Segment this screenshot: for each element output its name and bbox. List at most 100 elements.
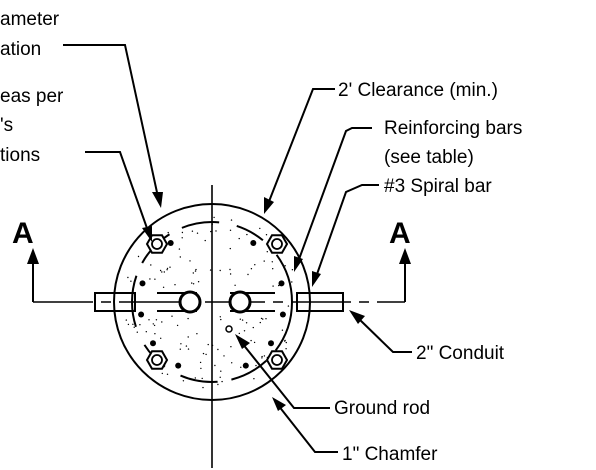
anchor-bolt-core bbox=[151, 238, 163, 250]
stipple-dot bbox=[291, 281, 293, 283]
stipple-dot bbox=[259, 227, 261, 230]
stipple-dot bbox=[253, 341, 256, 344]
stipple-dot bbox=[265, 318, 267, 320]
stipple-dot bbox=[189, 260, 191, 262]
stipple-dot bbox=[153, 324, 156, 327]
stipple-dot bbox=[209, 269, 212, 271]
stipple-dot bbox=[155, 319, 158, 321]
areas-label-line2: 's bbox=[0, 115, 13, 136]
stipple-dot bbox=[137, 255, 140, 258]
stipple-dot bbox=[246, 233, 248, 236]
stipple-dot bbox=[167, 231, 169, 234]
rebar-dot bbox=[139, 280, 146, 287]
section-marker-right: A bbox=[389, 217, 411, 302]
anchor-bolt-core bbox=[271, 238, 283, 250]
stipple-dot bbox=[161, 372, 163, 375]
reinforcing-bars bbox=[138, 240, 286, 369]
stipple-dot bbox=[219, 269, 221, 272]
stipple-dot bbox=[261, 357, 263, 359]
stipple-dot bbox=[148, 319, 150, 321]
stipple-dot bbox=[133, 326, 135, 328]
areas-label-line3: tions bbox=[0, 145, 40, 166]
stipple-dot bbox=[202, 352, 205, 355]
stipple-dot bbox=[125, 319, 128, 321]
stipple-dot bbox=[194, 270, 197, 272]
stipple-dot bbox=[285, 341, 287, 344]
stipple-dot bbox=[278, 284, 280, 287]
stipple-dot bbox=[192, 283, 195, 285]
stipple-dot bbox=[197, 281, 200, 283]
conduit-left-opening bbox=[178, 290, 202, 314]
stipple-dot bbox=[145, 331, 147, 333]
stipple-dot bbox=[166, 269, 168, 271]
stipple-dot bbox=[194, 377, 196, 379]
stipple-dot bbox=[154, 278, 156, 280]
stipple-dot bbox=[214, 364, 216, 367]
stipple-dot bbox=[221, 380, 223, 383]
stipple-dot bbox=[287, 305, 290, 307]
stipple-dot bbox=[139, 324, 141, 326]
stipple-dot bbox=[201, 377, 203, 380]
stipple-dot bbox=[220, 370, 222, 372]
stipple-dot bbox=[255, 364, 257, 367]
conduit-right bbox=[296, 292, 344, 312]
stipple-dot bbox=[272, 268, 274, 270]
stipple-dot bbox=[247, 273, 249, 276]
stipple-dot bbox=[241, 319, 244, 321]
stipple-dot bbox=[136, 331, 138, 333]
conduit-left bbox=[94, 292, 136, 312]
conduit-right-opening bbox=[228, 290, 252, 314]
stipple-dot bbox=[181, 231, 184, 234]
stipple-dot bbox=[239, 318, 241, 320]
stipple-dot bbox=[240, 366, 242, 368]
stipple-dot bbox=[180, 343, 182, 345]
section-marker-left: A bbox=[12, 217, 39, 302]
stipple-dot bbox=[260, 317, 263, 320]
stipple-dot bbox=[250, 268, 253, 270]
areas-label-line1: eas per bbox=[0, 86, 64, 107]
stipple-dot bbox=[178, 248, 181, 250]
chamfer-label: 1" Chamfer bbox=[342, 444, 438, 465]
stipple-dot bbox=[187, 336, 189, 338]
rebar-dot bbox=[138, 311, 145, 318]
stipple-dot bbox=[238, 332, 240, 335]
clearance-label: 2' Clearance (min.) bbox=[338, 80, 498, 101]
stipple-dot bbox=[250, 339, 252, 342]
stipple-dot bbox=[161, 271, 163, 273]
stipple-dot bbox=[217, 383, 219, 386]
rebar-dot bbox=[268, 340, 274, 347]
stipple-dot bbox=[205, 353, 207, 356]
stipple-dot bbox=[182, 380, 185, 382]
anchor-label-line1: ameter bbox=[0, 9, 60, 30]
foundation-outline bbox=[113, 203, 311, 401]
stipple-dot bbox=[160, 337, 162, 339]
stipple-dot bbox=[200, 367, 202, 370]
anchor-bolt-hex bbox=[265, 350, 289, 370]
stipple-dot bbox=[166, 373, 169, 375]
stipple-dot bbox=[215, 230, 217, 232]
ground-rod-label: Ground rod bbox=[334, 398, 430, 419]
stipple-dot bbox=[161, 321, 163, 323]
reinforcing-label-line1: Reinforcing bars bbox=[384, 118, 522, 139]
stipple-dot bbox=[132, 323, 134, 325]
stipple-dot bbox=[181, 237, 183, 239]
stipple-dot bbox=[217, 348, 219, 351]
stipple-dot bbox=[229, 273, 232, 275]
stipple-dot bbox=[263, 260, 265, 262]
rebar-dot bbox=[150, 340, 156, 347]
stipple-dot bbox=[127, 276, 129, 279]
reinforcing-label-line2: (see table) bbox=[384, 147, 474, 168]
stipple-dot bbox=[291, 269, 294, 271]
stipple-dot bbox=[252, 326, 254, 329]
stipple-dot bbox=[213, 216, 215, 219]
ground-rod bbox=[225, 325, 233, 333]
stipple-dot bbox=[263, 355, 266, 357]
leader-lines bbox=[63, 44, 412, 453]
stipple-dot bbox=[192, 272, 194, 274]
section-marker-right-letter: A bbox=[389, 217, 411, 250]
stipple-dot bbox=[230, 219, 233, 221]
stipple-dot bbox=[195, 268, 197, 271]
stipple-dot bbox=[271, 261, 273, 263]
stipple-dot bbox=[127, 323, 130, 326]
